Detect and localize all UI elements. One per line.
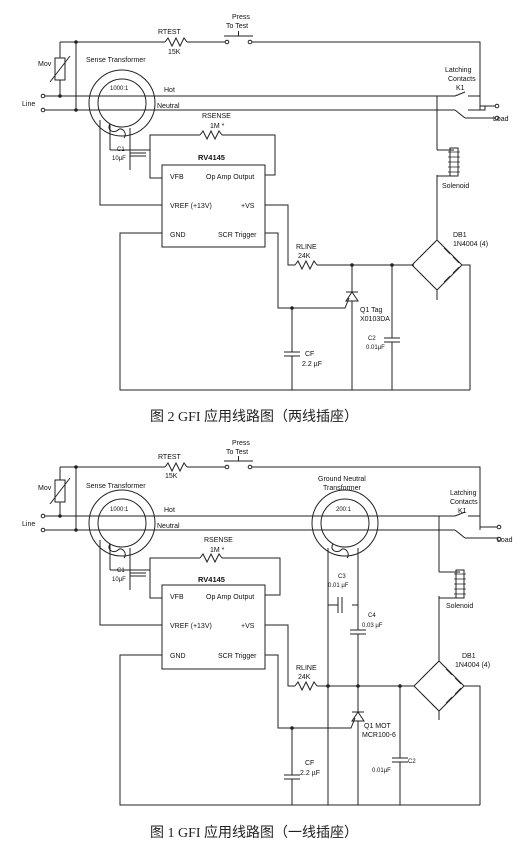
op-amp-pin-fig1: Op Amp Output xyxy=(206,594,254,601)
cf-value: 2.2 µF xyxy=(302,361,322,368)
line-label: Line xyxy=(22,101,35,108)
db1-label: DB1 xyxy=(453,232,467,239)
gnd-pin-fig1: GND xyxy=(170,653,186,660)
c1-value: 10µF xyxy=(112,156,126,162)
rline-resistor-fig1 xyxy=(294,680,318,692)
transformer-label: Transformer xyxy=(323,485,362,492)
rsense-label: RSENSE xyxy=(202,113,231,120)
ic-name: RV4145 xyxy=(198,153,225,162)
k1-label-fig1: K1 xyxy=(458,508,467,515)
vfb-pin: VFB xyxy=(170,174,184,181)
cf-label-fig1: CF xyxy=(305,760,314,767)
rtest-value-fig1: 15K xyxy=(165,473,178,480)
ic-name-fig1: RV4145 xyxy=(198,575,225,584)
gnd-pin: GND xyxy=(170,232,186,239)
figure-1-circuit: RTEST 15K Press To Test Mov Line Hot Neu… xyxy=(22,440,513,806)
c2-value-fig1: 0.01µF xyxy=(372,768,391,774)
rsense-value-fig1: 1M * xyxy=(210,547,225,554)
transformer-ratio-fig1: 1000:1 xyxy=(110,507,129,513)
rsense-resistor-fig1 xyxy=(199,552,223,564)
ground-neutral-label: Ground Neutral xyxy=(318,476,366,483)
rv4145-ic-fig1 xyxy=(161,584,266,670)
load-label-fig1: Load xyxy=(497,537,513,544)
solenoid-label: Solenoid xyxy=(442,183,469,190)
c2-label-fig1: C2 xyxy=(408,759,416,765)
c1-label: C1 xyxy=(117,147,125,153)
vs-pin: +VS xyxy=(241,203,255,210)
scr-trigger-pin-fig1: SCR Trigger xyxy=(218,653,257,660)
rtest-resistor-fig1 xyxy=(164,461,188,473)
c3-label: C3 xyxy=(338,574,346,580)
q1-value-fig1: MCR100-6 xyxy=(362,732,396,739)
hot-label: Hot xyxy=(164,87,175,94)
rsense-label-fig1: RSENSE xyxy=(204,537,233,544)
latching-label-fig1: Latching xyxy=(450,490,477,497)
q1-scr-fig1 xyxy=(351,711,365,722)
neutral-label-fig1: Neutral xyxy=(157,523,180,530)
q1-scr xyxy=(345,291,359,302)
db1-value: 1N4004 (4) xyxy=(453,241,488,248)
cf-value-fig1: 2.2 µF xyxy=(300,770,320,777)
sense-transformer-fig1 xyxy=(88,489,156,557)
load-label: Load xyxy=(493,116,509,123)
k1-label: K1 xyxy=(456,85,465,92)
to-test-label: To Test xyxy=(226,23,248,30)
rtest-label: RTEST xyxy=(158,29,182,36)
contacts-label: Contacts xyxy=(448,76,476,83)
transformer-ratio2: 200:1 xyxy=(336,507,352,513)
q1-value: X0103DA xyxy=(360,316,390,323)
vfb-pin-fig1: VFB xyxy=(170,594,184,601)
line-label-fig1: Line xyxy=(22,521,35,528)
rline-value: 24K xyxy=(298,253,311,260)
op-amp-pin: Op Amp Output xyxy=(206,174,254,181)
vref-pin: VREF (+13V) xyxy=(170,203,212,210)
rtest-resistor xyxy=(164,36,188,48)
rtest-value: 15K xyxy=(168,49,181,56)
c4-value: 0.03 µF xyxy=(362,623,383,629)
test-switch[interactable] xyxy=(224,31,253,37)
c3-value: 0.01 µF xyxy=(328,583,349,589)
rsense-resistor xyxy=(199,129,223,141)
cf-label: CF xyxy=(305,351,314,358)
rv4145-ic xyxy=(161,164,266,248)
db1-label-fig1: DB1 xyxy=(462,653,476,660)
to-test-label-fig1: To Test xyxy=(226,449,248,456)
c2-value: 0.01µF xyxy=(366,345,385,351)
q1-label-fig1: Q1 MOT xyxy=(364,723,392,730)
figure-1-caption: 图 1 GFI 应用线路图（一线插座） xyxy=(150,824,358,841)
q1-label: Q1 Tag xyxy=(360,307,383,314)
rline-label: RLINE xyxy=(296,244,317,251)
figure-2-caption: 图 2 GFI 应用线路图（两线插座） xyxy=(150,408,358,425)
c4-label: C4 xyxy=(368,613,376,619)
sense-transformer xyxy=(88,69,156,137)
c1-value-fig1: 10µF xyxy=(112,577,126,583)
rline-resistor xyxy=(294,259,318,271)
scr-trigger-pin: SCR Trigger xyxy=(218,232,257,239)
neutral-label: Neutral xyxy=(157,103,180,110)
c1-label-fig1: C1 xyxy=(117,568,125,574)
rsense-value: 1M * xyxy=(210,123,225,130)
mov-label: Mov xyxy=(38,61,52,68)
vref-pin-fig1: VREF (+13V) xyxy=(170,623,212,630)
c2-label: C2 xyxy=(368,336,376,342)
mov-label-fig1: Mov xyxy=(38,485,52,492)
test-switch-fig1[interactable] xyxy=(224,456,253,462)
contacts-label-fig1: Contacts xyxy=(450,499,478,506)
rline-label-fig1: RLINE xyxy=(296,665,317,672)
vs-pin-fig1: +VS xyxy=(241,623,255,630)
transformer-ratio: 1000:1 xyxy=(110,86,129,92)
sense-transformer-label: Sense Transformer xyxy=(86,57,146,64)
ground-neutral-transformer xyxy=(311,489,379,557)
figure-2-circuit: RTEST 15K Press To Test Mov Line Hot Neu… xyxy=(22,14,509,391)
rtest-label-fig1: RTEST xyxy=(158,454,182,461)
press-label: Press xyxy=(232,14,250,21)
hot-label-fig1: Hot xyxy=(164,507,175,514)
rline-value-fig1: 24K xyxy=(298,674,311,681)
press-label-fig1: Press xyxy=(232,440,250,447)
sense-transformer-label-fig1: Sense Transformer xyxy=(86,483,146,490)
solenoid-label-fig1: Solenoid xyxy=(446,603,473,610)
db1-value-fig1: 1N4004 (4) xyxy=(455,662,490,669)
latching-label: Latching xyxy=(445,67,472,74)
